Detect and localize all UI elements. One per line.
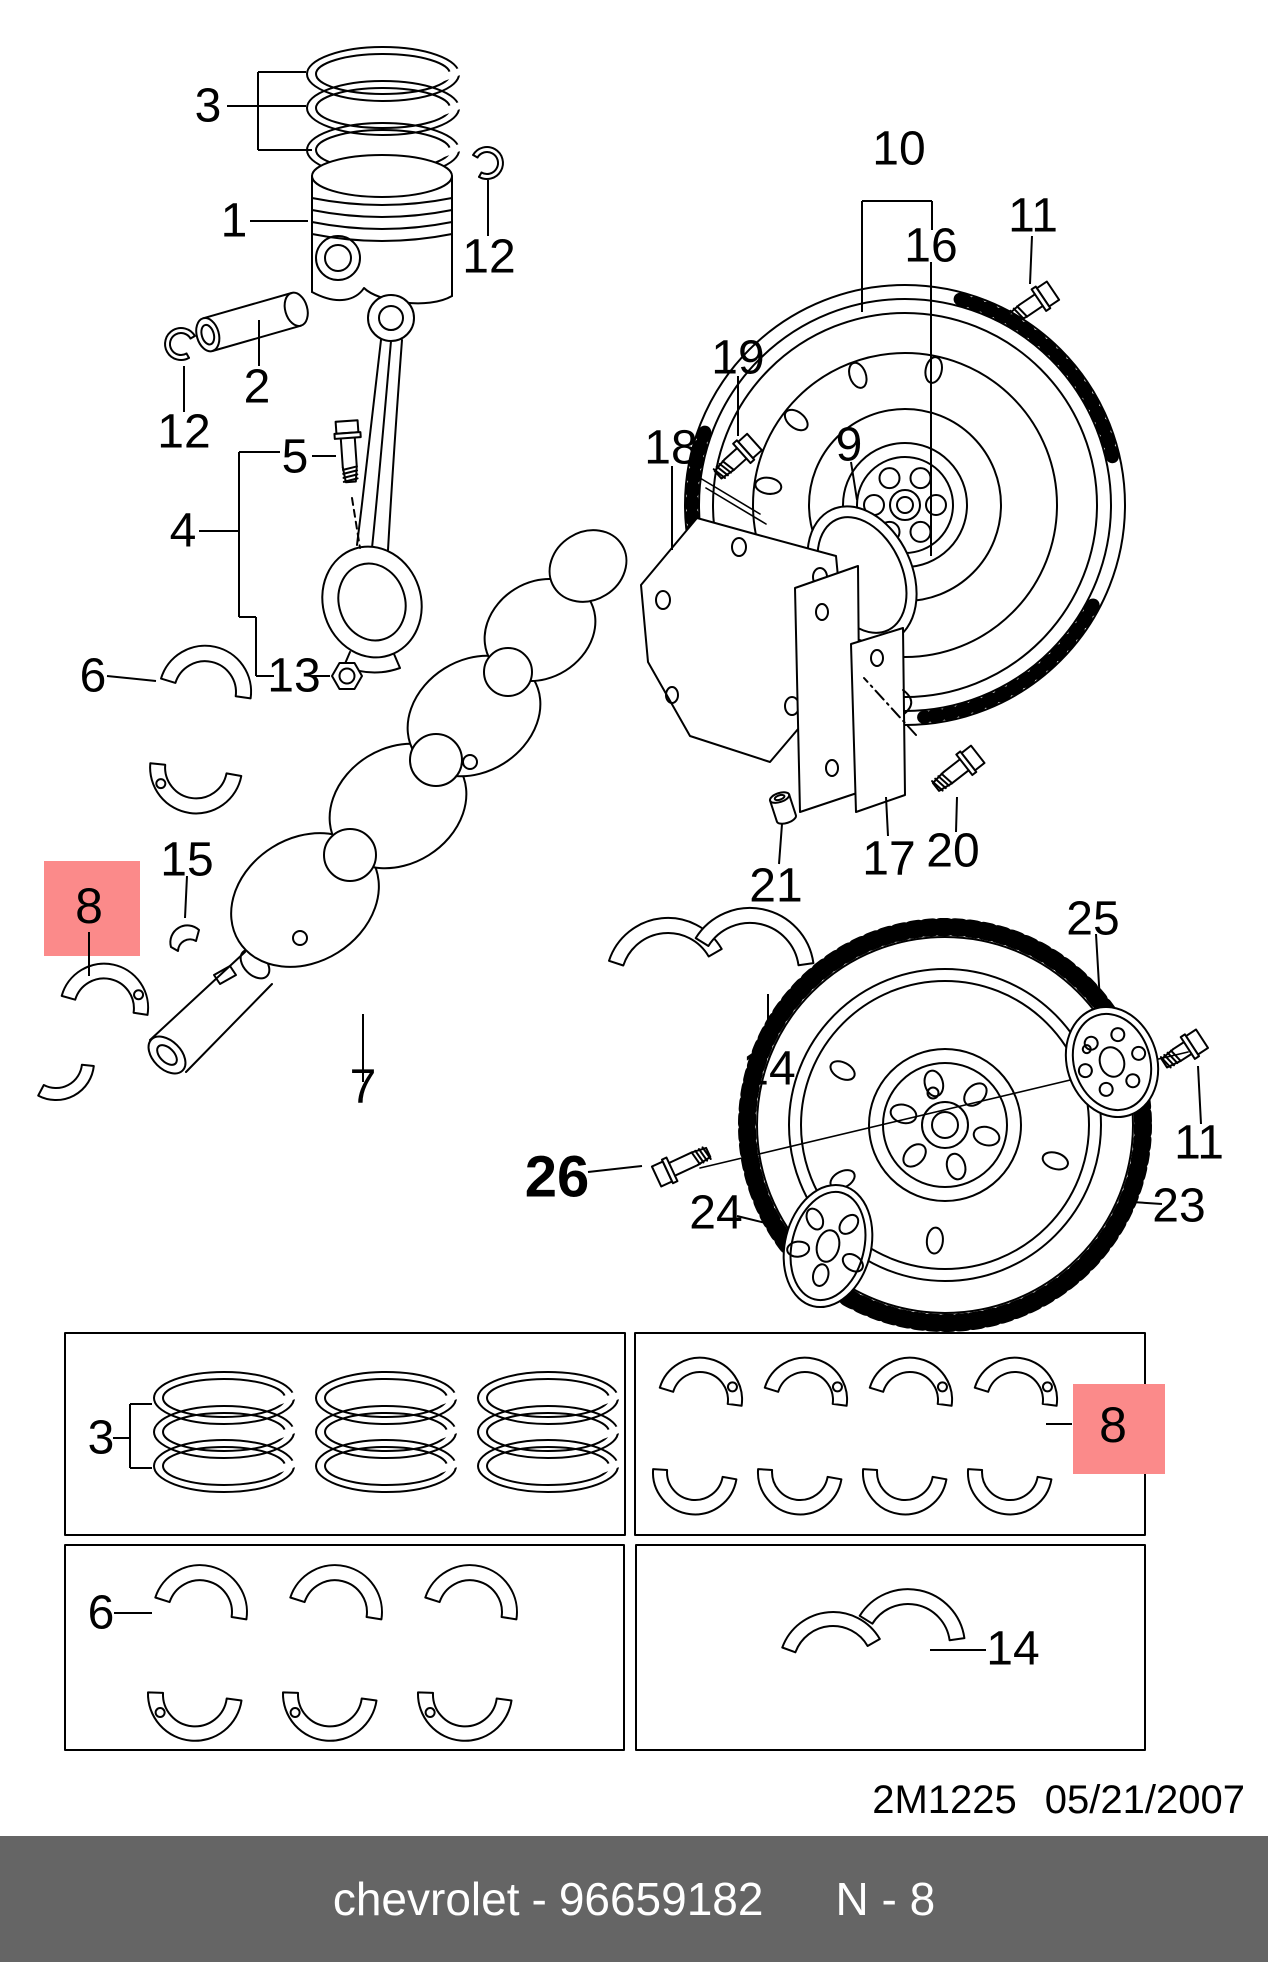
footer-part-number: 96659182: [558, 1873, 764, 1925]
callout-2: 2: [244, 361, 271, 414]
diagram-code: 2M1225: [872, 1778, 1017, 1822]
callout-1: 1: [221, 195, 248, 248]
diagram-stamp: 2M1225 05/21/2007: [0, 1778, 1245, 1823]
footer-page-ref: N - 8: [835, 1873, 936, 1925]
box-piston-rings-drawing: [153, 1371, 624, 1493]
callout-10: 10: [872, 123, 925, 176]
diagram-date: 05/21/2007: [1044, 1778, 1245, 1822]
callout-5: 5: [282, 431, 309, 484]
dowel-pin-drawing: [768, 791, 797, 825]
box-thrust-washer-kit: [635, 1544, 1146, 1751]
callout-8-box-highlighted[interactable]: 8: [1099, 1397, 1127, 1453]
footer-bar: chevrolet - 96659182 N - 8: [0, 1836, 1268, 1962]
piston-pin-drawing: [195, 291, 309, 353]
highlight-main-bearing-left[interactable]: [44, 861, 140, 956]
rod-nut-drawing: [331, 662, 363, 690]
callout-26: 26: [525, 1145, 590, 1210]
callout-13: 13: [267, 650, 320, 703]
callout-9: 9: [836, 419, 863, 472]
callout-16: 16: [904, 220, 957, 273]
callout-14: 14: [742, 1043, 795, 1096]
box-piston-ring-kit: [64, 1332, 626, 1536]
callout-6-box: 6: [88, 1587, 115, 1640]
callout-23: 23: [1152, 1180, 1205, 1233]
highlight-main-bearing-box[interactable]: [1073, 1384, 1165, 1474]
leader-lines: [88, 71, 1202, 1651]
snap-rings-drawing: [164, 146, 504, 361]
callout-12: 12: [157, 406, 210, 459]
callout-labels: 3 1 12 2 12 5 4 13 6 15 8 7 18 19 9 10 1…: [75, 80, 1224, 1676]
plate-bolt-axis: [863, 677, 917, 736]
washer-plate-drawing: [1064, 1005, 1160, 1119]
box-rod-bearing-kit: [64, 1544, 625, 1751]
backing-plate-drawing: [794, 565, 913, 813]
ring-gear-flywheel-drawing: [738, 918, 1152, 1332]
callout-11: 11: [1174, 1117, 1224, 1170]
callout-17: 17: [862, 833, 915, 886]
highlight-box[interactable]: [44, 861, 140, 956]
callout-25: 25: [1066, 893, 1119, 946]
exploded-diagram-canvas: 3 1 12 2 12 5 4 13 6 15 8 7 18 19 9 10 1…: [37, 46, 1224, 1751]
callout-12: 12: [462, 231, 515, 284]
callout-8-highlighted[interactable]: 8: [75, 878, 103, 934]
callout-3-box: 3: [88, 1412, 115, 1465]
footer-dash: -: [531, 1873, 547, 1925]
callout-21: 21: [749, 860, 802, 913]
retainer-bolt-pointer: [699, 477, 767, 525]
bearing-shells-drawing: [37, 644, 1059, 1742]
crank-key-drawing: [169, 924, 200, 952]
callout-15: 15: [160, 834, 213, 887]
callout-6: 6: [80, 650, 107, 703]
connecting-rod-drawing: [321, 294, 423, 674]
highlight-box[interactable]: [1073, 1384, 1165, 1474]
callout-19: 19: [711, 332, 764, 385]
rod-bolt-axis: [351, 497, 361, 549]
callout-14-box: 14: [986, 1623, 1039, 1676]
callout-3: 3: [195, 80, 222, 133]
callout-24: 24: [689, 1187, 742, 1240]
callout-4: 4: [170, 505, 197, 558]
adapter-plate-drawing: [782, 1183, 874, 1309]
callout-20: 20: [926, 825, 979, 878]
crankshaft-drawing: [147, 529, 628, 1075]
callout-11: 11: [1008, 190, 1058, 243]
bolts-drawing: [333, 280, 1210, 1188]
piston-drawing: [311, 154, 453, 305]
callout-18: 18: [644, 422, 697, 475]
callout-7: 7: [350, 1061, 377, 1114]
footer-brand: chevrolet: [332, 1873, 520, 1925]
